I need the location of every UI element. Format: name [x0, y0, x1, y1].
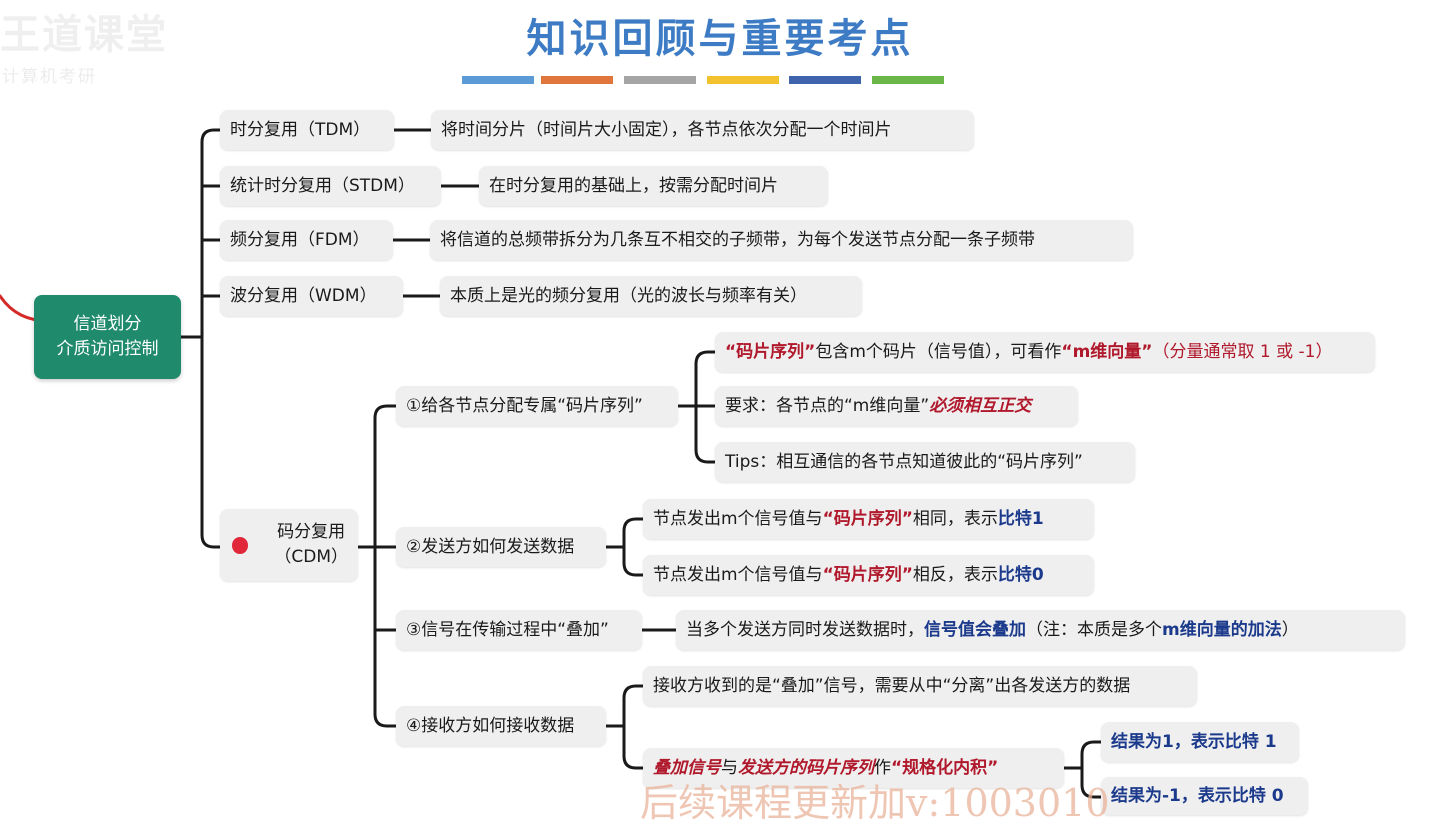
step2-item1-part4: 比特1: [997, 508, 1044, 529]
root-label-line2: 介质访问控制: [56, 339, 159, 359]
branch-stdm-desc-text: 在时分复用的基础上，按需分配时间片: [489, 175, 778, 196]
cdm-step-1-label: ①给各节点分配专属“码片序列”: [406, 395, 643, 416]
step4-item2-part4: 作: [874, 757, 891, 778]
title-color-bar: [872, 76, 944, 84]
cdm-step-4-label: ④接收方如何接收数据: [406, 715, 575, 736]
result-bit1-text: 结果为1，表示比特 1: [1111, 731, 1277, 752]
title-color-bar: [624, 76, 696, 84]
branch-tdm-desc: 将时间分片（时间片大小固定），各节点依次分配一个时间片: [431, 110, 974, 150]
step1-item-chip-sequence: “码片序列”包含m个码片（信号值），可看作“m维向量”（分量通常取 1 或 -1…: [715, 332, 1375, 372]
step2-item2-part3: 相反，表示: [912, 564, 998, 585]
result-bit1: 结果为1，表示比特 1: [1101, 722, 1299, 762]
step4-item2-part2: 与: [721, 757, 738, 778]
step4-item2-part1: 叠加信号: [653, 757, 721, 778]
cdm-step-2-label: ②发送方如何发送数据: [406, 536, 575, 557]
step2-item-bit1: 节点发出m个信号值与“码片序列”相同，表示比特1: [643, 499, 1094, 539]
cdm-step-2: ②发送方如何发送数据: [396, 527, 606, 567]
result-bit0: 结果为-1，表示比特 0: [1101, 777, 1308, 815]
branch-tdm: 时分复用（TDM）: [220, 110, 394, 150]
red-dot-icon: [232, 536, 249, 554]
branch-fdm-desc: 将信道的总频带拆分为几条互不相交的子频带，为每个发送节点分配一条子频带: [430, 220, 1133, 260]
watermark-logo: 王道课堂: [0, 12, 168, 58]
step3-item-part2: 信号值会叠加: [924, 619, 1026, 640]
step4-item2-part5: “规格化内积”: [891, 757, 999, 778]
branch-fdm: 频分复用（FDM）: [220, 220, 393, 260]
step1-item3-text: Tips：相互通信的各节点知道彼此的“码片序列”: [725, 451, 1083, 472]
root-node-channel-partition: 信道划分 介质访问控制: [34, 295, 181, 379]
cdm-step-4: ④接收方如何接收数据: [396, 706, 606, 746]
step1-item2-part1: 要求：各节点的“m维向量”: [725, 395, 930, 416]
step2-item2-part1: 节点发出m个信号值与: [653, 564, 823, 585]
step4-item1-text: 接收方收到的是“叠加”信号，需要从中“分离”出各发送方的数据: [653, 675, 1131, 696]
step3-item-superposition: 当多个发送方同时发送数据时，信号值会叠加（注：本质是多个 m维向量的加法）: [676, 610, 1405, 650]
step1-item2-part2: 必须相互正交: [929, 395, 1032, 416]
branch-cdm-label-line2: （CDM）: [274, 547, 348, 567]
branch-cdm-label: 码分复用 （CDM）: [274, 520, 348, 571]
step3-item-part4: m维向量的加法: [1162, 619, 1282, 640]
branch-cdm-label-line1: 码分复用: [277, 521, 346, 542]
branch-wdm-label: 波分复用（WDM）: [230, 285, 377, 306]
branch-tdm-label: 时分复用（TDM）: [230, 119, 371, 140]
title-color-bar: [789, 76, 861, 84]
step3-item-part5: ）: [1281, 619, 1299, 640]
branch-wdm-desc: 本质上是光的频分复用（光的波长与频率有关）: [440, 276, 862, 316]
step1-item-orthogonal: 要求：各节点的“m维向量”必须相互正交: [715, 386, 1078, 426]
step4-item2-part3: 发送方的码片序列: [738, 757, 874, 778]
title-color-bar: [541, 76, 613, 84]
branch-fdm-desc-text: 将信道的总频带拆分为几条互不相交的子频带，为每个发送节点分配一条子频带: [440, 229, 1035, 250]
step3-item-part1: 当多个发送方同时发送数据时，: [686, 619, 924, 640]
title-color-bar: [462, 76, 534, 84]
branch-wdm-desc-text: 本质上是光的频分复用（光的波长与频率有关）: [450, 285, 807, 306]
step1-item1-part1: “码片序列”: [725, 341, 816, 362]
branch-stdm-desc: 在时分复用的基础上，按需分配时间片: [479, 166, 828, 206]
branch-fdm-label: 频分复用（FDM）: [230, 229, 370, 250]
step1-item1-part2: 包含m个码片（信号值），可看作: [815, 341, 1062, 362]
title-color-bar: [707, 76, 779, 84]
step2-item2-part4: 比特0: [997, 564, 1044, 585]
branch-stdm: 统计时分复用（STDM）: [220, 166, 441, 206]
cdm-step-1: ①给各节点分配专属“码片序列”: [396, 386, 678, 426]
branch-cdm: 码分复用 （CDM）: [220, 509, 358, 581]
footer-watermark: 后续课程更新加v:1003010: [640, 781, 1110, 825]
cdm-step-3-label: ③信号在传输过程中“叠加”: [406, 619, 609, 640]
step1-item-tips: Tips：相互通信的各节点知道彼此的“码片序列”: [715, 442, 1135, 482]
page-title: 知识回顾与重要考点: [526, 15, 914, 62]
step4-item-inner-product: 叠加信号 与 发送方的码片序列 作“规格化内积”: [643, 748, 1064, 788]
step2-item-bit0: 节点发出m个信号值与“码片序列”相反，表示比特0: [643, 555, 1094, 595]
step1-item1-part3: “m维向量”: [1061, 341, 1153, 362]
step1-item1-part4: （分量通常取 1 或 -1）: [1152, 341, 1333, 362]
step2-item1-part3: 相同，表示: [912, 508, 998, 529]
branch-tdm-desc-text: 将时间分片（时间片大小固定），各节点依次分配一个时间片: [441, 119, 892, 140]
step2-item1-part2: “码片序列”: [822, 508, 913, 529]
cdm-step-3: ③信号在传输过程中“叠加”: [396, 610, 642, 650]
branch-stdm-label: 统计时分复用（STDM）: [230, 175, 415, 196]
result-bit0-text: 结果为-1，表示比特 0: [1111, 785, 1284, 806]
step4-item-separate: 接收方收到的是“叠加”信号，需要从中“分离”出各发送方的数据: [643, 666, 1197, 706]
step2-item1-part1: 节点发出m个信号值与: [653, 508, 823, 529]
step2-item2-part2: “码片序列”: [822, 564, 913, 585]
step3-item-part3: （注：本质是多个: [1026, 619, 1162, 640]
watermark-subtitle: 计算机考研: [2, 67, 97, 87]
branch-wdm: 波分复用（WDM）: [220, 276, 403, 316]
root-label-line1: 信道划分: [73, 314, 142, 335]
